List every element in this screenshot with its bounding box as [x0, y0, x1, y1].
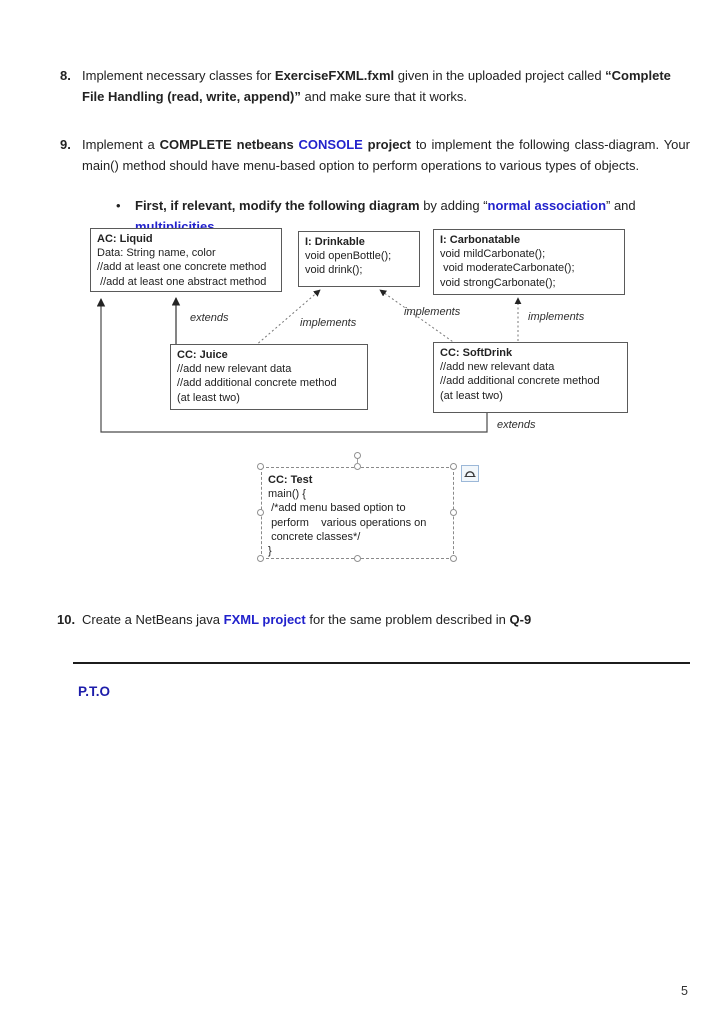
text-segment: ” and [606, 198, 640, 213]
question-8-number: 8. [60, 68, 71, 83]
class-box-title: I: Drinkable [305, 236, 365, 248]
class-box-line: perform various operations on [268, 516, 427, 529]
page-number: 5 [681, 984, 688, 998]
uml-connector-lines [96, 289, 522, 433]
text-segment: project [362, 137, 411, 152]
text-segment: Implement a [82, 137, 160, 152]
bullet-text: First, if relevant, modify the following… [135, 196, 682, 238]
text-segment: for the same problem described in [305, 612, 510, 627]
selection-handle[interactable] [257, 463, 264, 470]
layout-options-icon [464, 471, 476, 477]
class-box-juice: CC: Juice //add new relevant data //add … [170, 344, 368, 410]
text-segment: “Complete File Handling (read, write, ap… [82, 68, 675, 104]
class-box-line: void drink(); [305, 264, 363, 277]
edge-label-implements-juice-drinkable: implements [300, 317, 357, 329]
question-8-text: Implement necessary classes for Exercise… [82, 66, 680, 108]
class-box-drinkable: I: Drinkable void openBottle(); void dri… [298, 231, 420, 287]
class-box-line: void mildCarbonate(); [440, 248, 546, 261]
class-box-line: //add at least one concrete method [97, 261, 267, 274]
class-box-title: CC: Test [268, 474, 313, 486]
class-box-title: AC: Liquid [97, 233, 153, 245]
class-box-line: /*add menu based option to [268, 502, 406, 515]
question-9: 9. Implement a COMPLETE netbeans CONSOLE… [60, 135, 690, 177]
edge-label-extends-softdrink-liquid: extends [497, 419, 536, 431]
question-10: 10. Create a NetBeans java FXML project … [57, 610, 687, 631]
divider-rule [73, 662, 690, 664]
class-box-test[interactable]: CC: Test main() { /*add menu based optio… [261, 467, 454, 559]
selection-handle[interactable] [354, 555, 361, 562]
class-box-line: //add additional concrete method [440, 375, 600, 388]
text-segment: and make sure that it works. [300, 88, 468, 104]
text-segment: First, if relevant, modify the following… [135, 198, 420, 213]
class-box-line: //add at least one abstract method [97, 275, 267, 288]
class-box-line: void openBottle(); [305, 250, 392, 263]
class-box-line: (at least two) [177, 391, 240, 404]
selection-handle[interactable] [450, 463, 457, 470]
class-box-liquid: AC: Liquid Data: String name, color //ad… [90, 228, 282, 292]
class-box-line: (at least two) [440, 389, 503, 402]
class-box-line: main() { [268, 488, 306, 501]
class-box-title: CC: Juice [177, 349, 228, 361]
class-box-title: I: Carbonatable [440, 234, 521, 246]
selection-handle[interactable] [257, 509, 264, 516]
text-segment: normal association [487, 198, 607, 213]
selection-handle[interactable] [450, 555, 457, 562]
class-box-line: void moderateCarbonate(); [440, 262, 575, 275]
text-segment: Implement necessary classes for [82, 68, 275, 83]
question-8: 8. Implement necessary classes for Exerc… [60, 66, 680, 108]
class-box-line: void strongCarbonate(); [440, 276, 556, 289]
text-segment: to implement the following class-diagram… [82, 137, 694, 173]
text-segment: Q-9 [509, 612, 532, 627]
text-segment: COMPLETE netbeans [159, 137, 299, 152]
question-9-text: Implement a COMPLETE netbeans CONSOLE pr… [82, 135, 690, 177]
rotation-handle-icon[interactable] [354, 452, 361, 459]
pto-label: P.T.O [78, 684, 111, 699]
text-segment: CONSOLE [298, 137, 363, 152]
question-9-number: 9. [60, 137, 71, 152]
class-box-line: //add additional concrete method [177, 377, 337, 390]
class-box-line: concrete classes*/ [268, 530, 361, 543]
question-10-number: 10. [57, 612, 76, 627]
question-10-text: Create a NetBeans java FXML project for … [82, 610, 687, 631]
bullet-item: • First, if relevant, modify the followi… [116, 196, 682, 238]
class-box-carbonatable: I: Carbonatable void mildCarbonate(); vo… [433, 229, 625, 295]
layout-options-button[interactable] [461, 465, 479, 482]
edge-label-implements-softdrink-drinkable: implements [404, 306, 461, 318]
class-box-line: //add new relevant data [177, 363, 292, 376]
text-segment: Create a NetBeans java [82, 612, 224, 627]
class-box-line: Data: String name, color [97, 247, 216, 260]
rotation-handle-stem [357, 458, 358, 464]
selection-handle[interactable] [257, 555, 264, 562]
edge-label-extends-juice-liquid: extends [190, 312, 229, 324]
class-box-line: //add new relevant data [440, 361, 555, 374]
selection-handle[interactable] [354, 463, 361, 470]
selection-handle[interactable] [450, 509, 457, 516]
class-box-line: } [268, 545, 272, 558]
edge-label-implements-softdrink-carbonatable: implements [528, 311, 585, 323]
text-segment: FXML project [223, 612, 306, 627]
text-segment: given in the uploaded project called [394, 68, 606, 83]
bullet-icon: • [116, 198, 121, 213]
text-segment: by adding “ [419, 198, 488, 213]
class-box-softdrink: CC: SoftDrink //add new relevant data //… [433, 342, 628, 413]
text-segment: ExerciseFXML.fxml [274, 68, 395, 83]
class-box-title: CC: SoftDrink [440, 347, 513, 359]
